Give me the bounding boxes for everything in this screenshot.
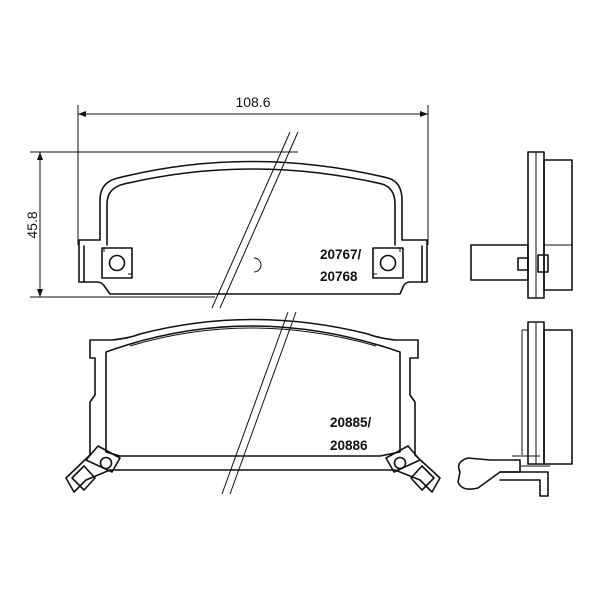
height-dimension-label: 45.8 [24, 211, 40, 238]
upper-pad-code-line-2: 20768 [320, 269, 358, 284]
width-dimension-label: 108.6 [235, 94, 270, 110]
lower-pad-side-view [457, 321, 573, 497]
upper-pad-side-view [470, 151, 573, 299]
width-dimension: 108.6 [77, 94, 429, 245]
lower-pad-code-line-2: 20886 [330, 438, 368, 453]
lower-break-lines [221, 311, 297, 495]
lower-pad-code-line-1: 20885/ [330, 415, 372, 430]
height-dimension: 45.8 [24, 151, 298, 298]
lower-pad-front-view [65, 318, 441, 493]
upper-break-lines [211, 131, 299, 309]
upper-pad-code-line-1: 20767/ [320, 247, 362, 262]
upper-pad-front-view [78, 160, 428, 295]
